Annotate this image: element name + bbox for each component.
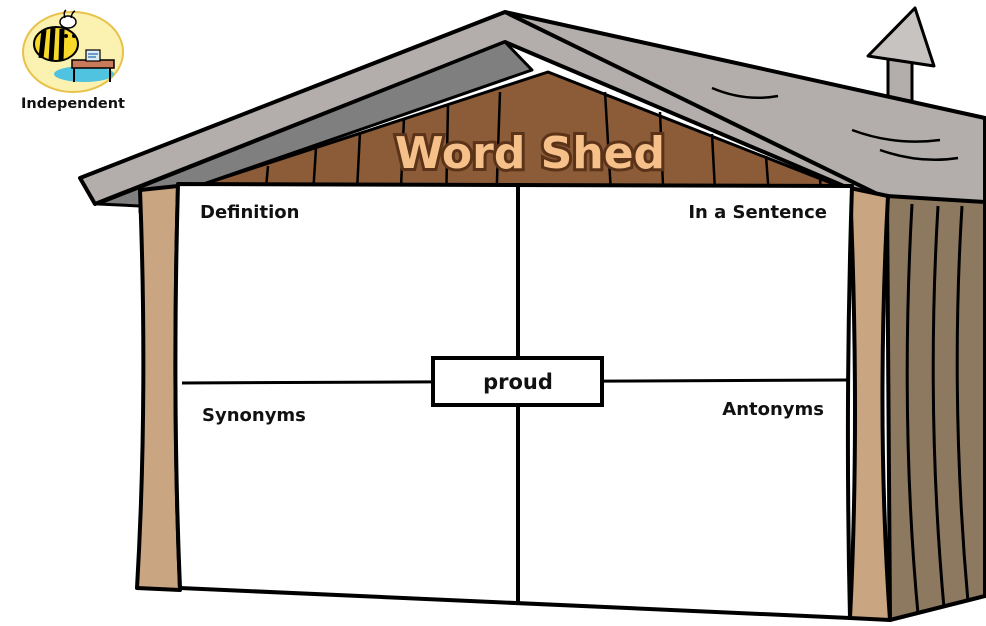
bee-icon [33,9,79,62]
target-word: proud [483,370,553,394]
word-organizer: proud Definition In a Sentence Synonyms … [173,182,854,620]
badge-label: Independent [21,96,125,112]
side-wall [885,194,986,622]
antonyms-label[interactable]: Antonyms [722,399,824,420]
word-box [431,356,604,407]
desk-icon [54,49,115,82]
sign-title: Word Shed [395,128,665,179]
in-a-sentence-label[interactable]: In a Sentence [688,202,827,223]
chimney-vent [866,6,936,108]
synonyms-label[interactable]: Synonyms [202,405,306,426]
right-post [848,186,892,622]
definition-label[interactable]: Definition [200,202,299,223]
independent-badge: Independent [21,9,125,112]
